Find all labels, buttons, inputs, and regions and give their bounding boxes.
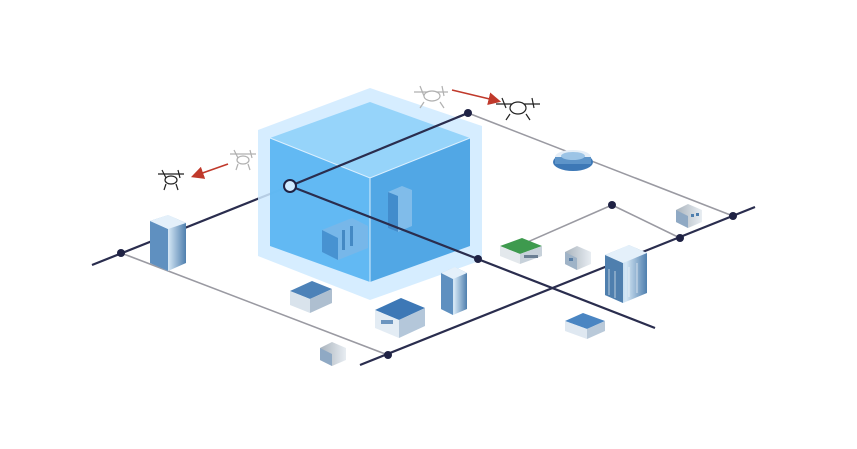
arrow-right-icon: [451, 89, 502, 105]
node-mid-right: [608, 201, 616, 209]
node-far-east: [729, 212, 737, 220]
network-nodes: [117, 109, 737, 359]
arrow-left-icon: [190, 163, 229, 179]
cube-inner-building-left: [322, 218, 368, 260]
cube-inner-building-right: [388, 186, 412, 232]
tall-office-building-icon: [150, 215, 186, 271]
node-center: [474, 255, 482, 263]
hospital-icon: [565, 313, 605, 339]
drone-icon: [158, 169, 184, 191]
cube-top-face: [270, 102, 470, 178]
dark-line-west: [91, 184, 291, 267]
node-east: [676, 234, 684, 242]
node-south: [384, 351, 392, 359]
primary-network-overlay: [289, 111, 479, 261]
airspace-cube: [258, 88, 482, 300]
drone-icon: [496, 97, 540, 121]
node-cube-hub: [283, 179, 297, 193]
drone-icon: [414, 85, 448, 109]
gray-line-right: [611, 204, 681, 239]
dark-line-south-east: [359, 205, 756, 367]
drone-icon: [230, 149, 256, 171]
gray-line-left-bottom: [120, 252, 389, 356]
train-station-icon: [500, 238, 542, 264]
mall-building-icon: [375, 298, 425, 338]
warehouse-icon: [290, 281, 332, 313]
small-office-icon: [320, 342, 346, 366]
node-west: [117, 249, 125, 257]
node-north: [464, 109, 472, 117]
gray-line-top-right: [467, 112, 734, 217]
small-house-icon: [676, 204, 702, 228]
office-tower-icon: [441, 267, 467, 315]
factory-icon: [565, 246, 591, 270]
stadium-icon: [553, 150, 593, 171]
apartment-tower-icon: [605, 245, 647, 303]
